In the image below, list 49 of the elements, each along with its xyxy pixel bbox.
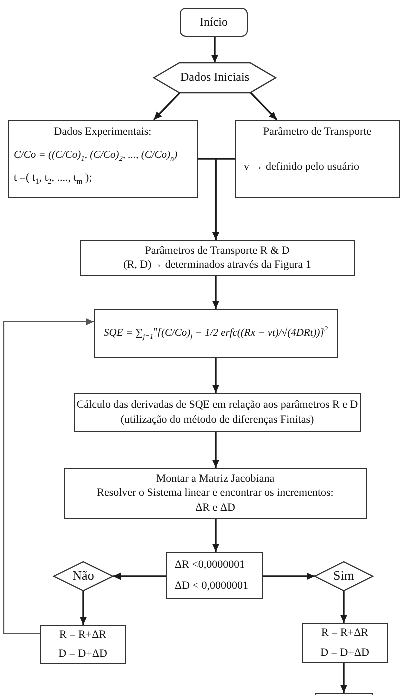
arrow — [153, 92, 181, 121]
arrow — [113, 572, 166, 580]
formula: C/Co = ((C/Co)$_{1}$, (C/Co)$_{2}$, ..., (C/Co)$_{n}$) — [14, 149, 179, 163]
process-box — [8, 120, 198, 198]
decision-diamond — [315, 562, 373, 591]
process-box — [74, 393, 361, 432]
box-title: Parâmetro de Transporte — [262, 125, 373, 140]
arrow — [80, 591, 88, 625]
arrow — [340, 663, 348, 693]
process-box — [40, 625, 126, 664]
process-box — [94, 309, 338, 358]
box-text: Montar a Matriz Jacobiana — [155, 472, 276, 486]
start-box — [180, 8, 248, 37]
box-text: D = D+ΔD — [320, 646, 370, 660]
condition-text: ΔR <0,0000001 — [175, 558, 246, 572]
box-text: t =( t$_{1}$, t$_{2}$, ...., t$_{m}$ ); — [14, 170, 94, 186]
arrow — [250, 92, 278, 121]
process-box — [302, 623, 388, 663]
box-text: Cálculo das derivadas de SQE em relação aos parâmetros R e D — [76, 398, 360, 412]
decision-label: Sim — [332, 568, 356, 585]
decision-label: Não — [72, 568, 96, 585]
box-title: Dados Experimentais: — [53, 125, 153, 140]
arrow — [212, 358, 220, 393]
formula: SQE = ∑$_{j=1}$$^{n}$[(C/Co)$_{j}$ − 1/2 erfc((Rx − vt)/√(4DRt))]$^{2}$ — [102, 326, 329, 340]
arrow — [211, 37, 219, 63]
box-text: (utilização do método de diferenças Finitas) — [120, 412, 316, 427]
arrow — [263, 572, 315, 580]
box-text: R = R+ΔR — [58, 628, 108, 642]
condition-text: ΔD < 0,0000001 — [175, 578, 250, 593]
start-label: Início — [199, 14, 229, 30]
process-box — [235, 120, 400, 198]
box-text: v → definido pelo usuário — [244, 160, 360, 175]
input-hexagon — [154, 63, 276, 93]
decision-diamond — [54, 562, 113, 591]
arrow — [3, 318, 94, 635]
box-text: Resolver o Sistema linear e encontrar os incrementos: ΔR e ΔD — [96, 486, 335, 515]
arrow — [212, 432, 220, 468]
box-text: Parâmetros de Transporte R & D — [144, 244, 291, 258]
box-text: R = R+ΔR — [320, 626, 370, 640]
arrow — [340, 591, 348, 623]
arrow — [212, 519, 220, 552]
process-box — [80, 240, 355, 276]
condition-box — [166, 552, 263, 599]
node-label: Dados Iniciais — [180, 70, 250, 86]
process-box — [64, 468, 367, 519]
arrow — [212, 158, 235, 240]
box-text: D = D+ΔD — [58, 647, 108, 662]
box-text: (R, D)→ determinados através da Figura 1 — [122, 258, 312, 272]
arrow — [212, 276, 220, 309]
